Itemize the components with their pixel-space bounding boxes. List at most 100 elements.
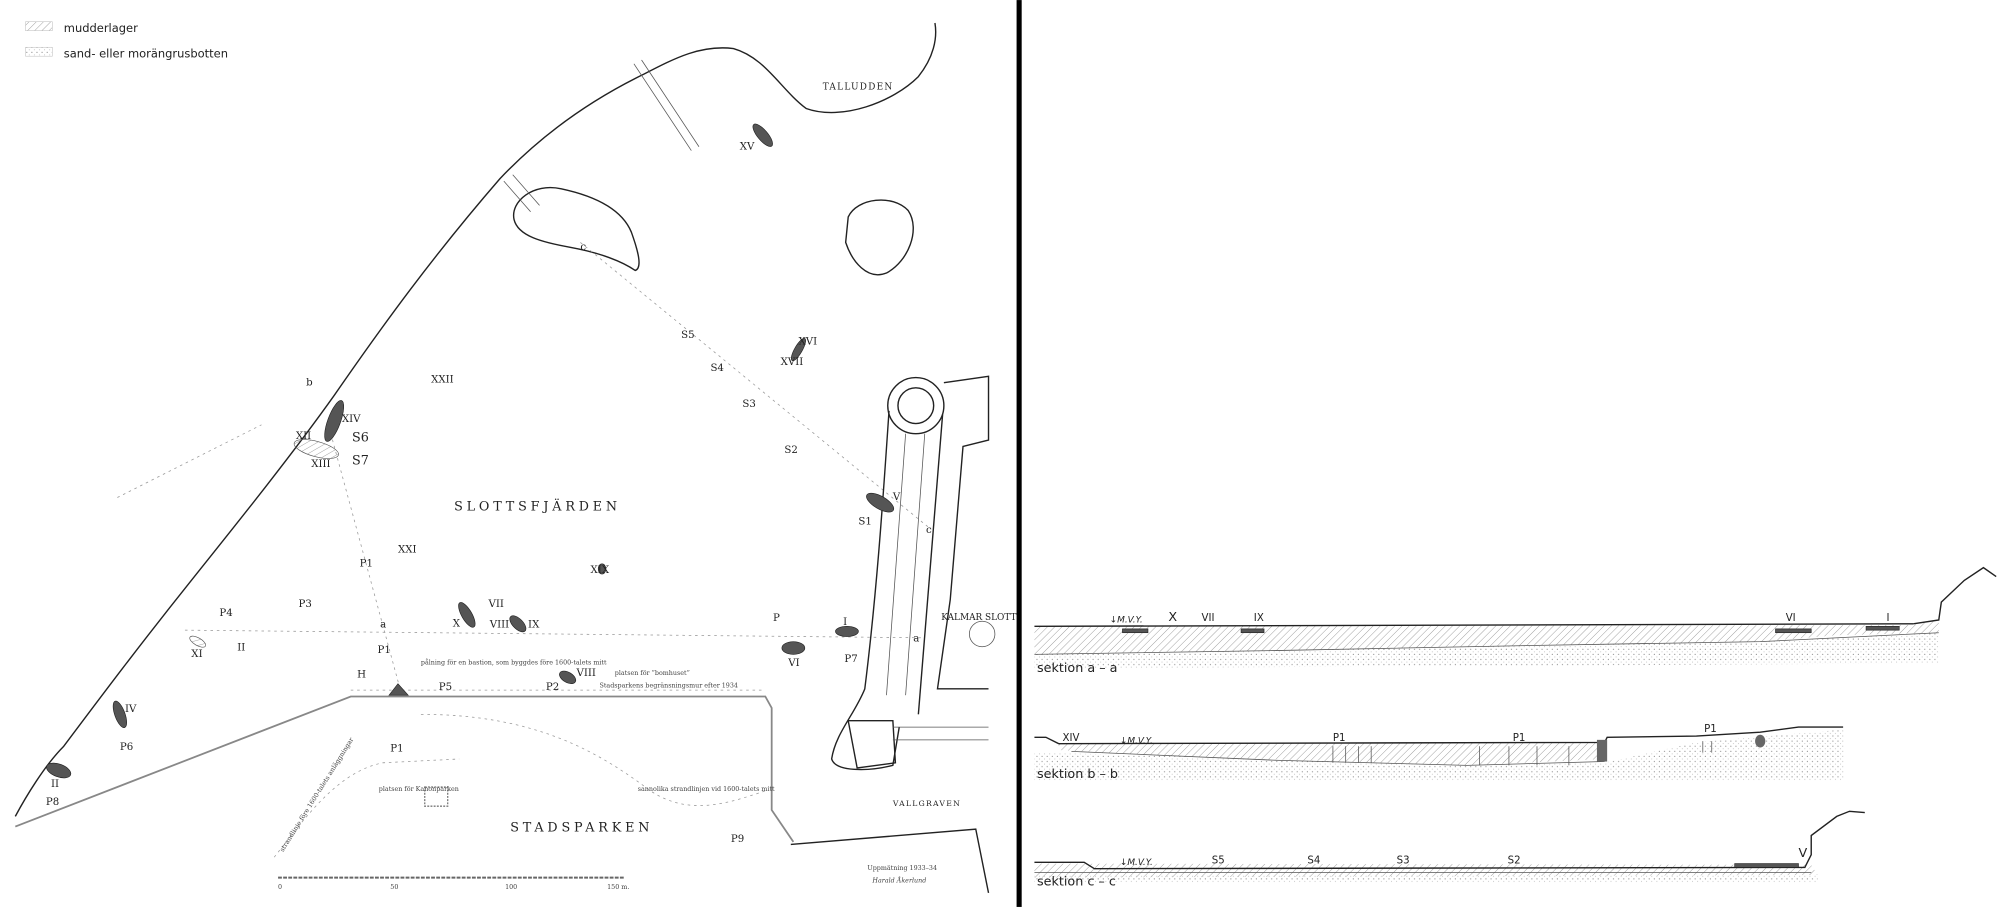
annotation-1934: Stadsparkens begränsningsmur efter 1934 [599,682,737,690]
find-labels: XV XVI XVII XXII XIV XII XIII V XXI XIX … [51,141,901,790]
station-label: P1 [378,645,391,656]
legend: mudderlager sand- eller moräng­rusbotten [25,21,228,60]
section-marker-c: c [926,525,932,536]
section-label: S5 [1212,856,1225,867]
find-label: XII [296,431,311,442]
station-label: S5 [681,330,694,341]
section-a-a: ↓M.V.Y. X VII IX VI I sektion a – a [1034,566,1997,676]
section-marker-c: c [580,242,586,253]
find-label: XVII [781,357,804,368]
park-boundary [14,695,795,843]
place-vallgraven: VALLGRAVEN [892,799,961,808]
station-label: P3 [298,599,311,610]
section-marker-a: a [913,634,919,645]
scale-tick: 100 [505,883,517,891]
find-label: VIII [576,668,596,679]
station-label: P1 [360,558,373,569]
find-label: II [51,779,59,790]
station-labels: S5 S4 S3 S2 S1 S6 S7 P1 P3 P4 P1 H P5 P2… [46,330,872,845]
place-talludden: TALLUDDEN [823,82,894,92]
find-label: XIII [311,459,330,470]
find-label: XXII [431,375,454,386]
find-label: VI [787,658,799,669]
station-label: S6 [352,430,369,445]
section-caption: sektion a – a [1037,661,1117,676]
section-mvy: ↓M.V.Y. [1110,616,1143,626]
section-label: S3 [1397,856,1410,867]
legend-swatch-mud [25,21,53,31]
scale-tick: 150 m. [607,883,629,891]
section-label: IX [1254,613,1264,624]
find-label: V [892,492,901,503]
find-label: XIX [591,565,610,576]
legend-swatch-sand [25,46,53,57]
section-label: I [1886,613,1889,624]
find-label: XI [191,649,202,660]
section-label: S2 [1508,856,1521,867]
section-marker-a: a [380,620,386,631]
find-label: XV [740,141,755,152]
station-label: S2 [784,445,797,456]
section-caption: sektion c – c [1037,874,1116,889]
section-label: V [1798,846,1807,861]
coastline [14,22,937,817]
station-label: P2 [546,682,559,693]
section-markers: a a b c c [306,242,932,645]
annotation-bomhus: platsen för ”bomhuset” [615,669,690,677]
islet [844,199,914,276]
find-label: X [453,618,461,629]
section-mvy: ↓M.V.Y. [1120,858,1153,868]
place-stadsparken: STADSPARKEN [510,821,653,836]
section-bed [1034,632,1939,669]
section-lines [117,242,932,696]
scale-bar: 0 50 100 150 m. [278,876,629,891]
find-label: VII [488,599,504,610]
legend-label-mud: mudderlager [64,21,138,35]
signature-date: Uppmätning 1933–34 [867,864,937,872]
station-label: P [773,613,780,624]
annotation-old-shore: strandlinje före 1600-talets anläggninga… [278,735,356,853]
park-path [273,758,460,858]
old-shoreline [420,713,766,806]
station-label: P7 [844,654,857,665]
station-label: P8 [46,797,59,808]
section-b-b: XIV ↓M.V.Y. P1 P1 P1 sektion b – b [1034,724,1844,782]
annotation-shoreline: sannolika strandlinjen vid 1600-talets m… [638,785,775,793]
bridges [503,59,700,213]
kalmar-castle [830,375,996,771]
find-label: I [843,617,847,628]
wreck-marks [46,123,895,779]
section-label: P1 [1513,733,1526,744]
signature-name: Harald Åkerlund [871,876,926,885]
station-label: S1 [858,516,871,527]
island [513,186,640,272]
station-label: S4 [710,363,723,374]
section-label: VII [1202,613,1215,624]
find-label: IV [125,704,137,715]
station-label: H [357,669,366,680]
find-label: XXI [398,544,417,555]
find-label: XIV [342,414,361,425]
scale-tick: 0 [278,883,282,891]
section-label: S4 [1307,856,1320,867]
street-block [790,828,990,894]
section-label: P1 [1333,733,1346,744]
find-label: II [237,643,245,654]
station-label: P6 [120,742,133,753]
station-label: P5 [439,682,452,693]
annotation-palissad: pålning för en bastion, som byggdes före… [421,658,607,667]
section-marker-b: b [306,377,313,388]
find-label: XVI [798,336,817,347]
section-mvy: ↓M.V.Y. [1120,737,1153,747]
station-label: P1 [390,743,403,754]
panel-divider [1016,0,1022,907]
find-label: VIII [489,620,509,631]
station-label: P4 [219,608,232,619]
place-kalmar-slott: KALMAR SLOTT [941,613,1016,623]
kanonparken-site [424,786,449,807]
station-label: S3 [742,399,755,410]
section-caption: sektion b – b [1037,767,1118,782]
section-label: X [1168,610,1177,625]
find-label: IX [528,620,540,631]
section-label: VI [1786,613,1796,624]
